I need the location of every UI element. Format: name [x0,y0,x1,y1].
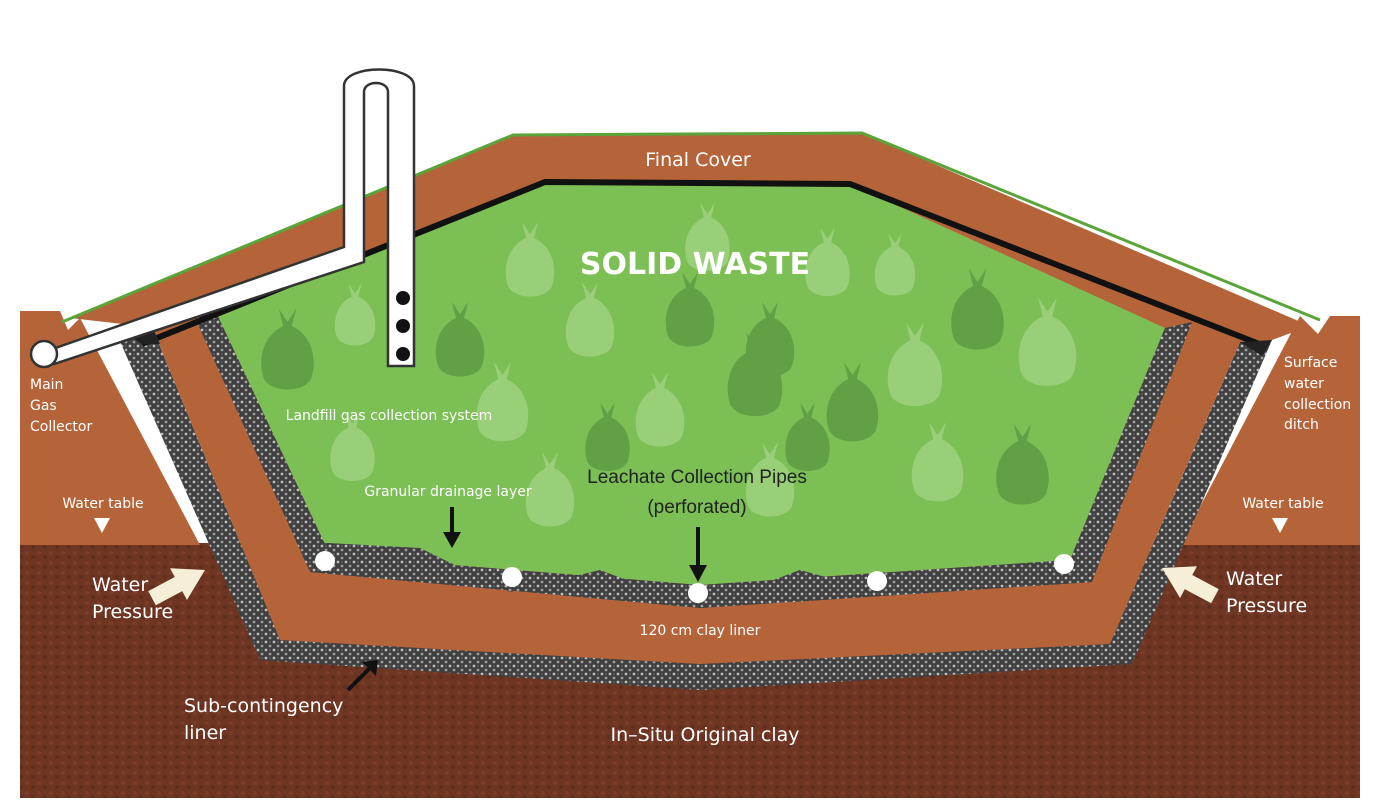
water-table-left-label: Water table [62,496,143,512]
gas-vent-pipe-icon [29,68,416,369]
leachate-pipes [315,551,1074,603]
left-upper-soil [20,311,200,545]
water-pressure-arrow-icon [148,568,205,606]
main-gas-collector-icon [29,339,59,369]
sub-contingency-liner-label-1: Sub-contingency [184,695,343,717]
granular-drainage-layer-label: Granular drainage layer [364,484,531,500]
final-cover-label: Final Cover [645,149,751,171]
perforated-pipe-icon [688,583,708,603]
main-gas-collector-label-3: Collector [30,419,92,435]
water-pressure-right-label-2: Pressure [1226,595,1307,617]
main-gas-collector-label-1: Main [30,377,63,393]
granular-drainage-layer [195,310,1192,608]
water-pressure-left-label-2: Pressure [92,601,173,623]
main-gas-collector-label-2: Gas [30,398,57,414]
water-pressure-left-label-1: Water [92,574,148,596]
in-situ-clay-label: In–Situ Original clay [610,724,799,746]
pointer-arrow-icon [443,507,461,548]
pointer-arrow-icon [346,660,378,692]
gas-collection-system-label: Landfill gas collection system [286,408,493,424]
leachate-pipes-sublabel: (perforated) [647,497,746,518]
pointer-arrow-icon [689,527,707,582]
surface-ditch-label-2: water [1284,376,1324,392]
clay-liner-label: 120 cm clay liner [640,623,761,639]
perforated-pipe-icon [502,567,522,587]
water-table-marker-icon [94,518,110,533]
grass-line [61,131,1321,324]
membrane-cap-right [1240,340,1272,356]
surface-ditch-label-4: ditch [1284,417,1319,433]
perforated-pipe-icon [315,551,335,571]
water-table-marker-icon [1272,518,1288,533]
surface-ditch-label-3: collection [1284,397,1351,413]
water-pressure-arrow-icon [1162,566,1219,604]
perforated-pipe-icon [867,571,887,591]
water-table-right-label: Water table [1242,496,1323,512]
perforated-pipe-icon [1054,554,1074,574]
water-pressure-right-label-1: Water [1226,568,1282,590]
surface-ditch-label-1: Surface [1284,355,1337,371]
solid-waste-label: SOLID WASTE [580,247,810,282]
right-upper-soil [1180,316,1360,545]
leachate-pipes-label: Leachate Collection Pipes [587,467,807,488]
sub-contingency-liner-label-2: liner [184,722,226,744]
drainage-bottom-zigzag [310,542,1092,608]
